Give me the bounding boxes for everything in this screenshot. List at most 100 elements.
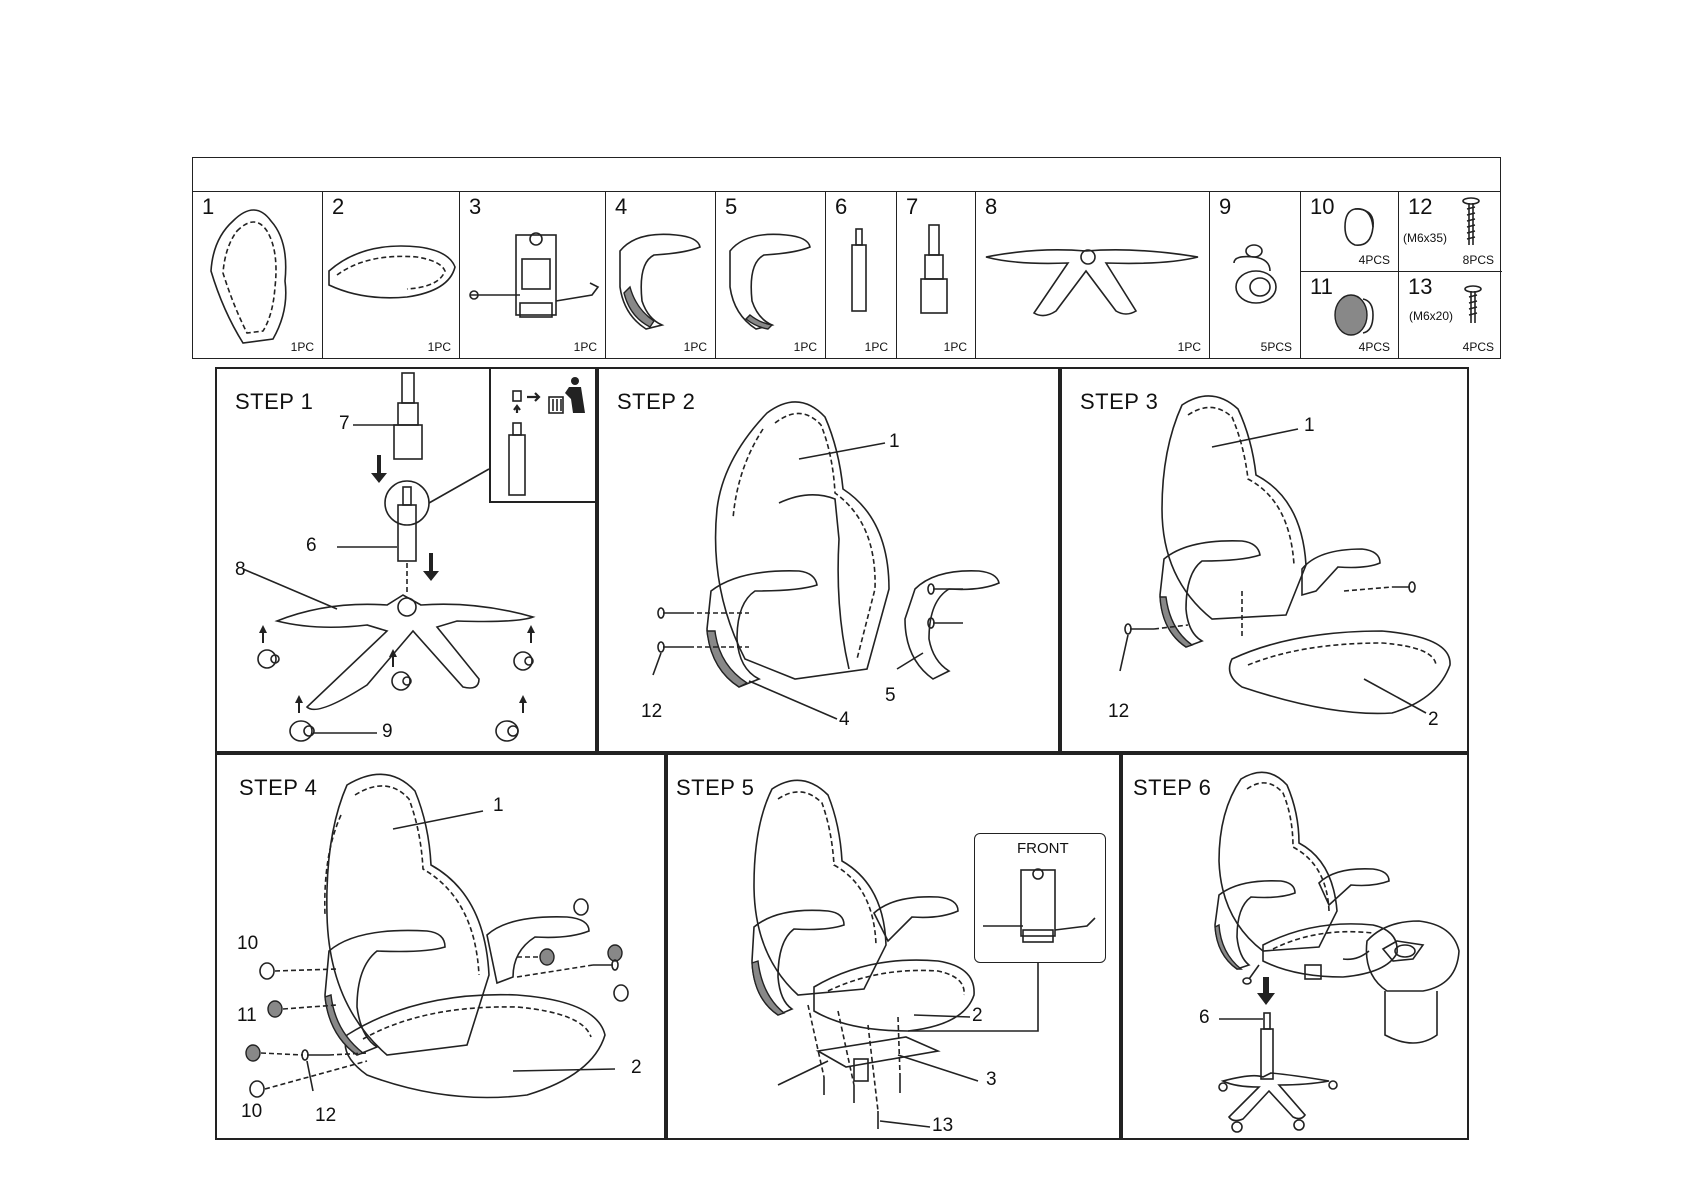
part-quantity: 1PC: [427, 340, 451, 354]
callout-8: 8: [235, 559, 246, 580]
parts-row: 1 1PC 2 1PC 3: [193, 191, 1502, 358]
step-1-panel: STEP 1: [215, 367, 597, 753]
step-title: STEP 5: [676, 775, 755, 800]
bolt-size: (M6x20): [1409, 309, 1454, 323]
step-title: STEP 1: [235, 389, 314, 414]
step-title: STEP 6: [1133, 775, 1212, 800]
callout-12: 12: [641, 701, 663, 722]
step-3-panel: STEP 3 1 12 2: [1060, 367, 1469, 753]
step-title: STEP 2: [617, 389, 696, 414]
part-quantity: 4PCS: [1462, 340, 1494, 354]
callout-2: 2: [972, 1005, 983, 1026]
step-6-panel: STEP 6 6: [1121, 753, 1469, 1140]
part-number: 8: [985, 194, 998, 219]
step-5-illustration: [751, 779, 1039, 1129]
part-number: 1: [202, 194, 215, 219]
part-number: 3: [469, 194, 482, 219]
part-cell-8: 8 1PC: [976, 191, 1210, 358]
step-3-illustration: [1119, 395, 1451, 715]
short-bolt-icon: [1464, 285, 1482, 323]
part-cell-3: 3 1PC: [460, 191, 606, 358]
step-4-illustration: [245, 773, 629, 1099]
backrest-icon: [210, 209, 287, 344]
seat-icon: [328, 245, 456, 299]
callout-1: 1: [889, 431, 900, 452]
star-base-icon: [985, 249, 1199, 317]
part-quantity: 1PC: [793, 340, 817, 354]
callout-3: 3: [986, 1069, 997, 1090]
part-cell-4: 4 1PC: [606, 191, 716, 358]
callout-11: 11: [237, 1005, 257, 1026]
part-quantity: 1PC: [683, 340, 707, 354]
part-number: 7: [906, 194, 919, 219]
part-cell-5: 5 1PC: [716, 191, 826, 358]
screw-cover-icon: [1334, 294, 1374, 336]
callout-12: 12: [1108, 701, 1130, 722]
arm-cap-icon: [1344, 208, 1375, 246]
front-label: FRONT: [1017, 840, 1069, 857]
trash-bin-icon: [508, 377, 585, 496]
callout-2: 2: [1428, 709, 1439, 730]
callout-1: 1: [493, 795, 504, 816]
callout-10: 10: [237, 933, 259, 954]
callout-1: 1: [1304, 415, 1315, 436]
step-5-panel: STEP 5 FRONT: [666, 753, 1121, 1140]
part-cell-10: 10 4PCS: [1301, 191, 1398, 272]
cylinder-cover-icon: [920, 224, 948, 314]
part-number: 10: [1310, 194, 1335, 219]
part-cell-12-13: 12 (M6x35) 8PCS 13 (M6x20) 4PCS: [1399, 191, 1502, 358]
part-quantity: 8PCS: [1462, 253, 1494, 267]
right-armrest-icon: [729, 233, 811, 330]
gas-lift-icon: [851, 228, 867, 312]
part-cell-2: 2 1PC: [323, 191, 460, 358]
parts-table: 1 1PC 2 1PC 3: [192, 157, 1502, 359]
callout-13: 13: [932, 1115, 954, 1136]
part-cell-11: 11 4PCS: [1301, 271, 1398, 358]
part-quantity: 1PC: [864, 340, 888, 354]
part-number: 5: [725, 194, 738, 219]
step-1-illustration: [242, 372, 536, 742]
callout-10: 10: [241, 1101, 263, 1122]
step-title: STEP 3: [1080, 389, 1159, 414]
callout-5: 5: [885, 685, 896, 706]
part-cell-1: 1 1PC: [193, 191, 323, 358]
part-quantity: 4PCS: [1358, 340, 1390, 354]
front-inset-box: FRONT: [974, 833, 1106, 963]
callout-7: 7: [339, 413, 350, 434]
part-quantity: 1PC: [1177, 340, 1201, 354]
part-quantity: 1PC: [573, 340, 597, 354]
part-cell-10-11: 10 4PCS 11 4PCS: [1301, 191, 1399, 358]
part-cell-7: 7 1PC: [897, 191, 976, 358]
step-title: STEP 4: [239, 775, 318, 800]
callout-12: 12: [315, 1105, 337, 1126]
tilt-mechanism-icon: [469, 232, 600, 318]
part-quantity: 1PC: [943, 340, 967, 354]
mechanism-front-icon: [983, 868, 1096, 943]
part-number: 9: [1219, 194, 1232, 219]
callout-2: 2: [631, 1057, 642, 1078]
part-cell-6: 6 1PC: [826, 191, 897, 358]
part-number: 2: [332, 194, 345, 219]
left-armrest-icon: [619, 233, 701, 330]
part-number: 6: [835, 194, 848, 219]
part-quantity: 1PC: [290, 340, 314, 354]
parts-table-header: [193, 158, 1500, 192]
part-cell-12: 12 (M6x35) 8PCS: [1399, 191, 1502, 272]
part-cell-13: 13 (M6x20) 4PCS: [1399, 271, 1502, 358]
step-4-panel: STEP 4: [215, 753, 666, 1140]
bolt-size: (M6x35): [1403, 231, 1448, 245]
part-number: 12: [1408, 194, 1433, 219]
caster-wheel-icon: [1233, 244, 1277, 304]
part-number: 4: [615, 194, 628, 219]
callout-6: 6: [1199, 1007, 1210, 1028]
part-number: 11: [1310, 274, 1333, 299]
step-2-illustration: [652, 401, 1000, 720]
step-2-panel: STEP 2 1 12 4 5: [597, 367, 1060, 753]
part-quantity: 5PCS: [1260, 340, 1292, 354]
callout-4: 4: [839, 709, 850, 730]
long-bolt-icon: [1462, 197, 1480, 245]
step-6-illustration: [1214, 771, 1460, 1133]
part-cell-9: 9 5PCS: [1210, 191, 1301, 358]
callout-6: 6: [306, 535, 317, 556]
part-quantity: 4PCS: [1358, 253, 1390, 267]
